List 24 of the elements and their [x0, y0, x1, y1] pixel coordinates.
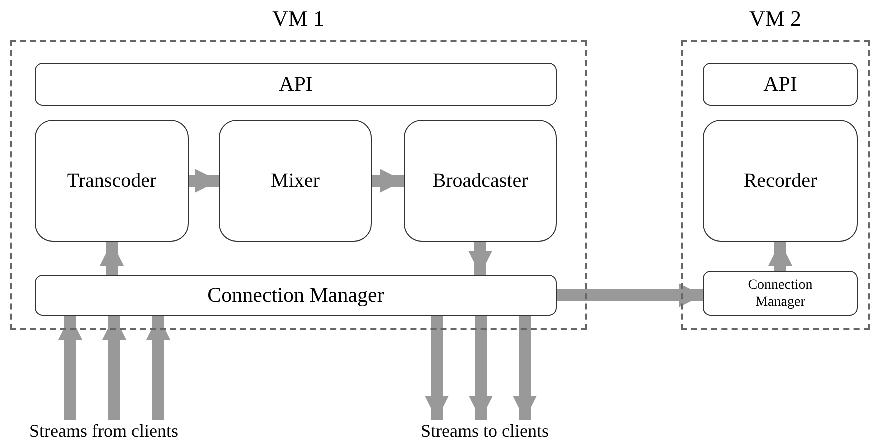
block-arrow — [768, 242, 792, 271]
block-arrow — [557, 284, 703, 308]
block-arrow — [146, 316, 170, 420]
block-arrow — [372, 169, 404, 193]
block-arrow — [425, 316, 449, 420]
block-arrow — [513, 316, 537, 420]
component-box: API — [703, 63, 858, 106]
container-title: VM 1 — [272, 5, 326, 33]
component-box: Connection Manager — [703, 271, 858, 316]
component-box: Connection Manager — [35, 275, 557, 316]
component-box: Broadcaster — [404, 120, 557, 242]
block-arrow — [58, 316, 82, 420]
block-arrow — [469, 316, 493, 420]
component-box: Transcoder — [35, 120, 189, 242]
block-arrow — [468, 242, 492, 275]
caption-text: Streams from clients — [14, 420, 194, 442]
component-box: Mixer — [219, 120, 372, 242]
block-arrow — [100, 242, 124, 275]
component-box: API — [35, 63, 557, 106]
block-arrow — [189, 169, 219, 193]
caption-text: Streams to clients — [405, 420, 565, 442]
component-box: Recorder — [703, 120, 858, 242]
block-arrow — [102, 316, 126, 420]
container-title: VM 2 — [748, 5, 802, 33]
